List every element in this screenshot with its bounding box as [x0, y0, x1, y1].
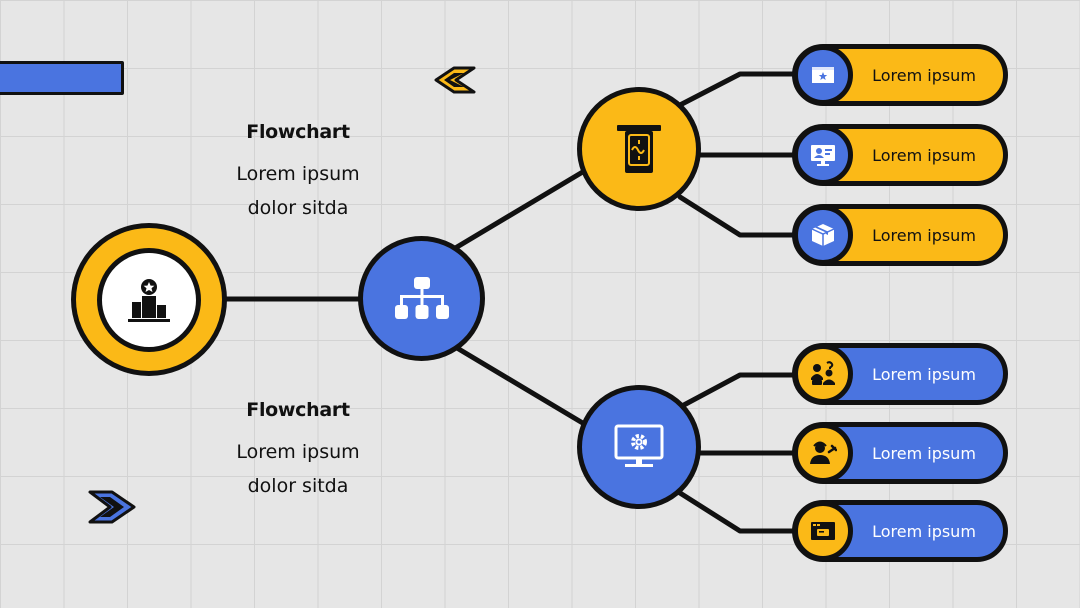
text-block-body: Lorem ipsum dolor sitda: [200, 157, 396, 225]
leaf-bubble: [793, 205, 853, 265]
monitor-user-icon: [811, 145, 835, 166]
text-block-bottom: Flowchart Lorem ipsum dolor sitda: [200, 399, 396, 503]
leaf-pill-top-3: Lorem ipsum: [792, 204, 1008, 266]
leaf-bubble: [793, 423, 853, 483]
root-node: [71, 223, 227, 376]
hub-node: [358, 236, 485, 361]
leaf-pill-bottom-2: Lorem ipsum: [792, 422, 1008, 484]
leaf-bubble: [793, 125, 853, 185]
package-box-icon: [811, 224, 835, 246]
monitor-gear-icon: [614, 424, 664, 467]
leaf-pill-top-2: Lorem ipsum: [792, 124, 1008, 186]
branch-top-node: [577, 87, 701, 211]
leaf-bubble: [793, 501, 853, 561]
leaf-label: Lorem ipsum: [872, 521, 976, 541]
branch-bottom-node: [577, 385, 701, 509]
text-block-line-1: Lorem ipsum: [236, 441, 360, 463]
chevron-right-icon: [88, 490, 136, 524]
leaf-label: Lorem ipsum: [872, 443, 976, 463]
text-block-top: Flowchart Lorem ipsum dolor sitda: [200, 121, 396, 225]
connector-top-leaf-3: [677, 194, 803, 238]
leaf-label: Lorem ipsum: [872, 145, 976, 165]
podium-star-icon: [128, 278, 170, 322]
chevron-left-icon: [434, 66, 476, 94]
hierarchy-icon: [394, 276, 449, 319]
leaf-label: Lorem ipsum: [872, 65, 976, 85]
connector-bottom-leaf-3: [677, 490, 803, 534]
support-agent-icon: [810, 441, 837, 464]
text-block-title: Flowchart: [246, 121, 350, 143]
leaf-pill-bottom-3: Lorem ipsum: [792, 500, 1008, 562]
decorative-blue-bar: [0, 61, 124, 95]
text-block-line-1: Lorem ipsum: [236, 163, 360, 185]
browser-window-icon: [812, 67, 834, 83]
consult-question-icon: [811, 361, 835, 385]
connector-hub-bottom: [449, 342, 589, 428]
connector-bottom-leaf-1: [679, 372, 803, 409]
text-block-body: Lorem ipsum dolor sitda: [200, 435, 396, 503]
leaf-pill-top-1: Lorem ipsum: [792, 44, 1008, 106]
leaf-bubble: [793, 45, 853, 105]
leaf-label: Lorem ipsum: [872, 364, 976, 384]
leaf-label: Lorem ipsum: [872, 225, 976, 245]
browser-card-icon: [811, 522, 835, 540]
root-node-inner: [97, 247, 201, 352]
text-block-line-2: dolor sitda: [247, 197, 349, 219]
connector-top-leaf-1: [677, 71, 803, 108]
leaf-pill-bottom-1: Lorem ipsum: [792, 343, 1008, 405]
connector-hub-top: [449, 167, 589, 253]
text-block-title: Flowchart: [246, 399, 350, 421]
atm-cash-icon: [617, 125, 661, 173]
text-block-line-2: dolor sitda: [247, 475, 349, 497]
leaf-bubble: [793, 344, 853, 404]
